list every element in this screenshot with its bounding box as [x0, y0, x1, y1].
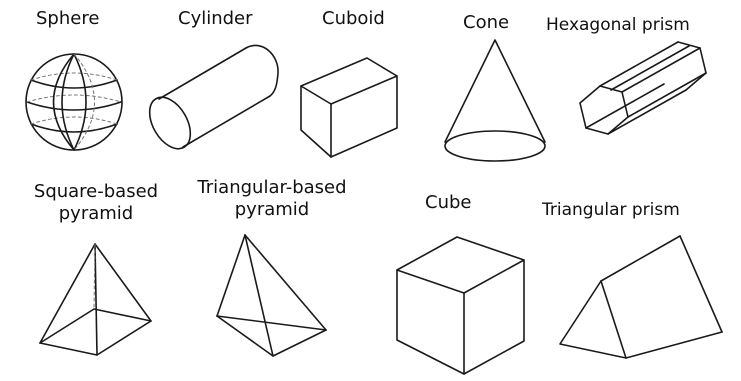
sphere-shape [25, 53, 123, 151]
label-square-based-pyramid-line1: Square-based [33, 181, 159, 202]
square-based-pyramid-shape [39, 243, 152, 356]
label-triangular-prism: Triangular prism [542, 200, 680, 220]
label-cuboid: Cuboid [322, 8, 385, 29]
cone-shape [444, 39, 546, 162]
label-cone: Cone [463, 12, 510, 33]
cuboid-shape [300, 57, 398, 158]
hexagonal-prism-shape [579, 41, 707, 135]
cube-shape [396, 236, 525, 375]
label-square-based-pyramid-line2: pyramid [58, 203, 134, 224]
triangular-based-pyramid-shape [216, 234, 327, 357]
label-triangular-based-pyramid-line2: pyramid [234, 199, 310, 220]
label-cube: Cube [425, 192, 472, 213]
label-cylinder: Cylinder [178, 8, 253, 29]
label-hexagonal-prism: Hexagonal prism [546, 15, 690, 35]
triangular-prism-shape [559, 235, 723, 359]
label-square-based-pyramid: Square-based pyramid [22, 181, 170, 225]
label-triangular-based-pyramid: Triangular-based pyramid [181, 177, 363, 221]
label-triangular-based-pyramid-line1: Triangular-based [197, 177, 347, 198]
cylinder-shape [148, 44, 279, 150]
label-sphere: Sphere [36, 8, 100, 29]
